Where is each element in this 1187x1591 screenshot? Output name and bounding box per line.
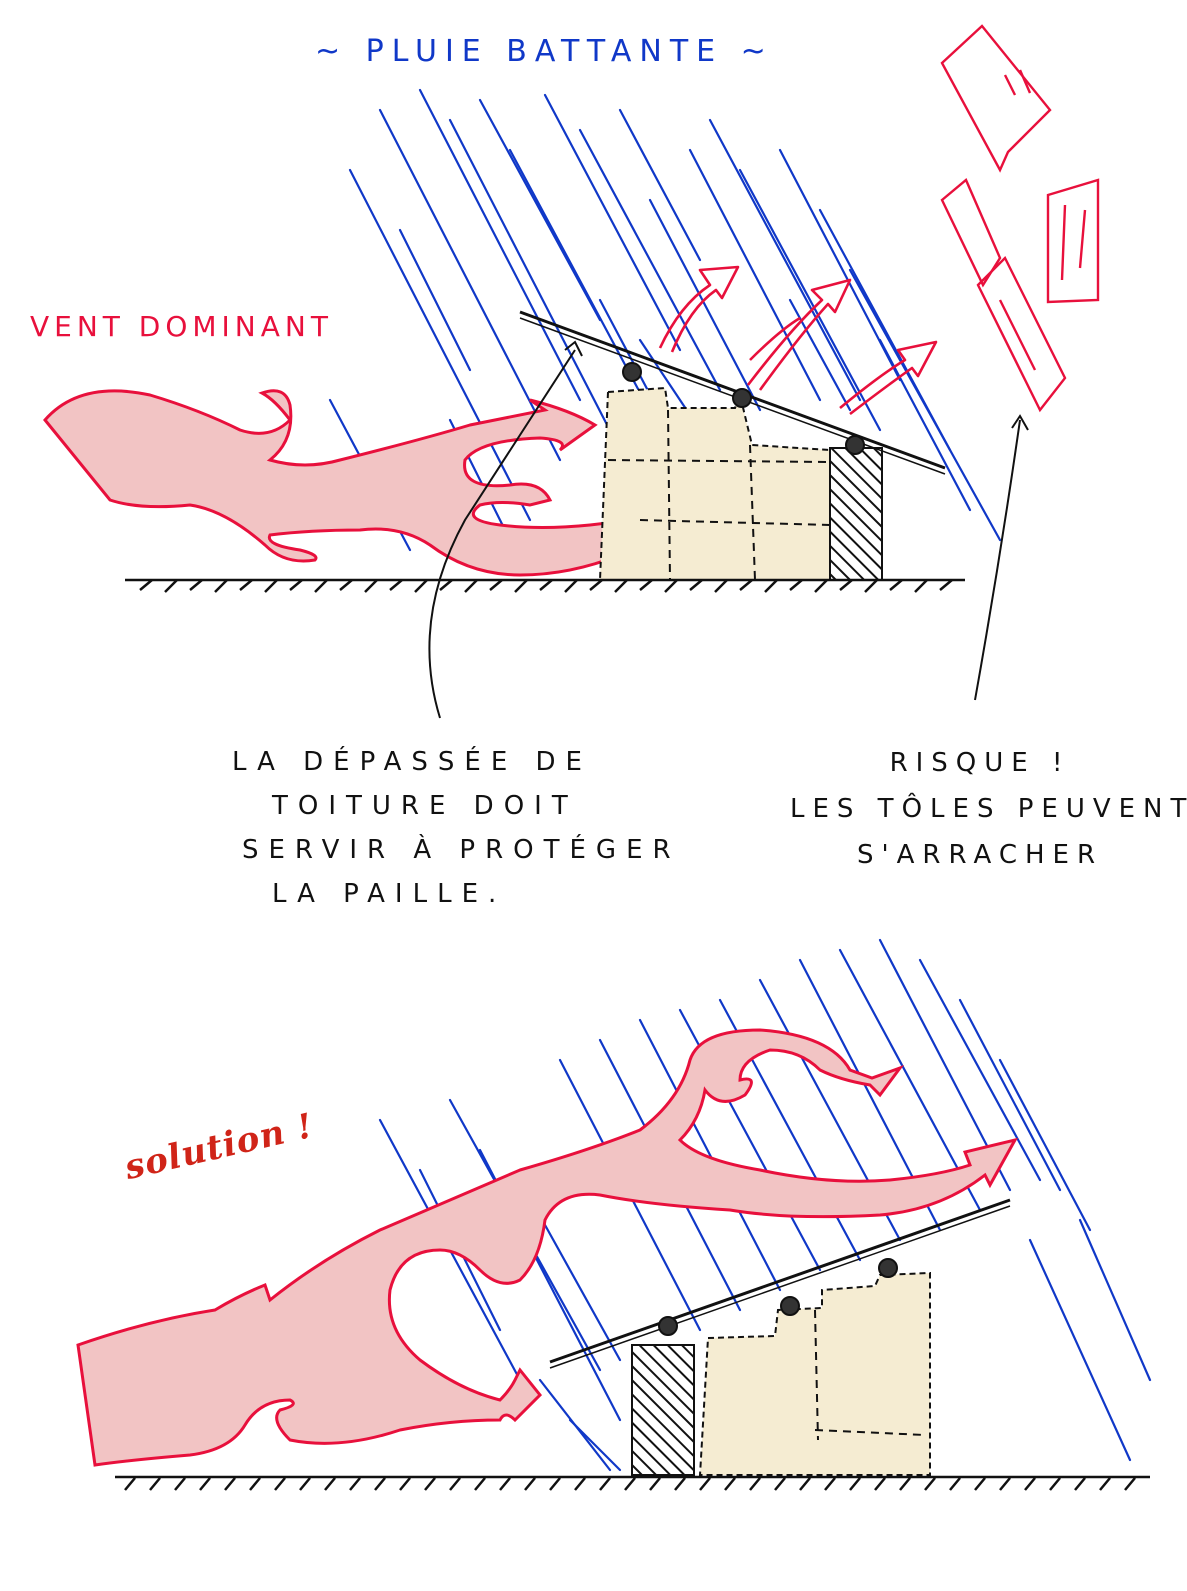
straw-bales-bottom [698,1271,931,1476]
risk-note-line: RISQUE ! [889,748,1071,778]
overhang-note-line: LA PAILLE. [272,879,507,909]
rain-title: ~ PLUIE BATTANTE ~ [315,34,774,69]
overhang-note-line: LA DÉPASSÉE DE [232,747,592,777]
leader-lines-top [428,340,1029,719]
wooden-post-bottom [631,1344,695,1476]
bottom-scene [76,938,1152,1491]
risk-note-line: LES TÔLES PEUVENT [790,794,1187,824]
roof-top [519,310,946,475]
wooden-post-top [829,447,883,581]
ground-top [125,578,965,593]
overhang-note-line: TOITURE DOIT [272,791,578,821]
overhang-note: LA DÉPASSÉE DE TOITURE DOIT SERVIR À PRO… [232,740,681,916]
top-scene [43,24,1100,719]
flying-metal-sheets [940,24,1100,413]
overhang-note-line: SERVIR À PROTÉGER [242,835,681,865]
wind-flow-top [43,389,786,577]
ground-bottom [115,1475,1150,1491]
risk-note-line: S'ARRACHER [856,840,1104,870]
wind-label: VENT DOMINANT [30,310,333,343]
risk-note: RISQUE ! LES TÔLES PEUVENT S'ARRACHER [790,740,1187,878]
straw-bales-top [598,386,831,581]
uplift-arrows-top [658,265,938,416]
wind-flow-bottom [76,1028,1018,1467]
roof-bottom [549,1198,1011,1369]
